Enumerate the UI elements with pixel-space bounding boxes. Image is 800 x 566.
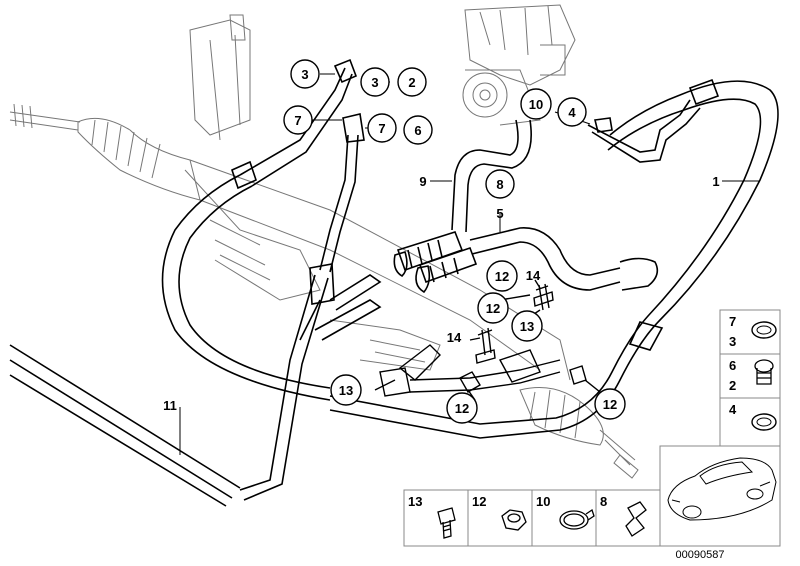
callout-8: 8: [496, 177, 503, 192]
callout-12-circle-d: [594, 388, 626, 420]
banjo-bolt-icon: [754, 359, 774, 385]
hose-5-return-line: [415, 227, 659, 294]
hex-nut-icon: [501, 509, 527, 531]
callout-10-circle: [520, 88, 552, 120]
callout-14-b: 14: [447, 330, 462, 345]
hose-1-high-pressure: [329, 78, 779, 439]
pipe-lines-3-7: [161, 58, 382, 501]
steering-rack-background: [9, 4, 639, 479]
side-legend-4: 4: [729, 402, 737, 417]
callout-12-b: 12: [486, 301, 500, 316]
callout-3-circle-left: [290, 59, 320, 89]
catalog-number: 00090587: [676, 549, 725, 561]
hose-clamp-icon: [559, 508, 595, 530]
callout-13-circle-b: [330, 374, 362, 406]
callout-2: 2: [408, 75, 415, 90]
hex-bolt-icon: [437, 507, 456, 539]
callout-13-circle-a: [511, 310, 543, 342]
callout-4: 4: [568, 105, 576, 120]
vehicle-thumbnail: [659, 445, 781, 547]
callout-4-circle: [557, 97, 587, 127]
callout-7-circle-right: [367, 113, 397, 143]
car-icon: [667, 457, 777, 521]
callout-3-right: 3: [371, 75, 378, 90]
callout-1: 1: [712, 174, 719, 189]
callout-3-left: 3: [301, 67, 308, 82]
sealing-ring-icon: [751, 321, 777, 339]
callout-7-right: 7: [378, 121, 385, 136]
hose-4-fitting: [587, 99, 701, 163]
callout-labels: 3 3 2 7 7 6 10 4 8 12 12 13 13 12 12 1 9…: [163, 59, 720, 424]
bottom-parts-legend: 13 12 10 8: [403, 489, 661, 547]
washer-icon: [751, 413, 777, 431]
part-legend-8: 8: [600, 494, 607, 509]
callout-3-circle-right: [360, 67, 390, 97]
callout-13-a: 13: [520, 319, 534, 334]
callout-12-c: 12: [455, 401, 469, 416]
callout-14-a: 14: [526, 268, 541, 283]
callout-12-a: 12: [495, 269, 509, 284]
side-legend-2: 2: [729, 378, 736, 393]
callout-11: 11: [163, 398, 177, 413]
callout-2-circle: [397, 67, 427, 97]
callout-12-circle-b: [477, 292, 509, 324]
side-legend-7: 7: [729, 314, 736, 329]
callout-10: 10: [529, 97, 543, 112]
callout-7-circle-left: [283, 105, 313, 135]
callout-12-circle-a: [486, 260, 518, 292]
callout-7-left: 7: [294, 113, 301, 128]
callout-6-circle: [403, 115, 433, 145]
side-legend-6: 6: [729, 358, 736, 373]
part-legend-12: 12: [472, 494, 486, 509]
hose-11-return-line: [9, 344, 241, 507]
callout-9: 9: [419, 174, 426, 189]
callout-12-d: 12: [603, 397, 617, 412]
callout-13-b: 13: [339, 383, 353, 398]
part-legend-10: 10: [536, 494, 550, 509]
side-legend-3: 3: [729, 334, 736, 349]
callout-12-circle-c: [446, 392, 478, 424]
side-parts-legend: 7 3 6 2 4: [719, 309, 781, 447]
callout-8-circle: [485, 169, 515, 199]
callout-5: 5: [496, 206, 503, 221]
part-legend-13: 13: [408, 494, 422, 509]
hose-clip-icon: [625, 501, 647, 537]
callout-6: 6: [414, 123, 421, 138]
